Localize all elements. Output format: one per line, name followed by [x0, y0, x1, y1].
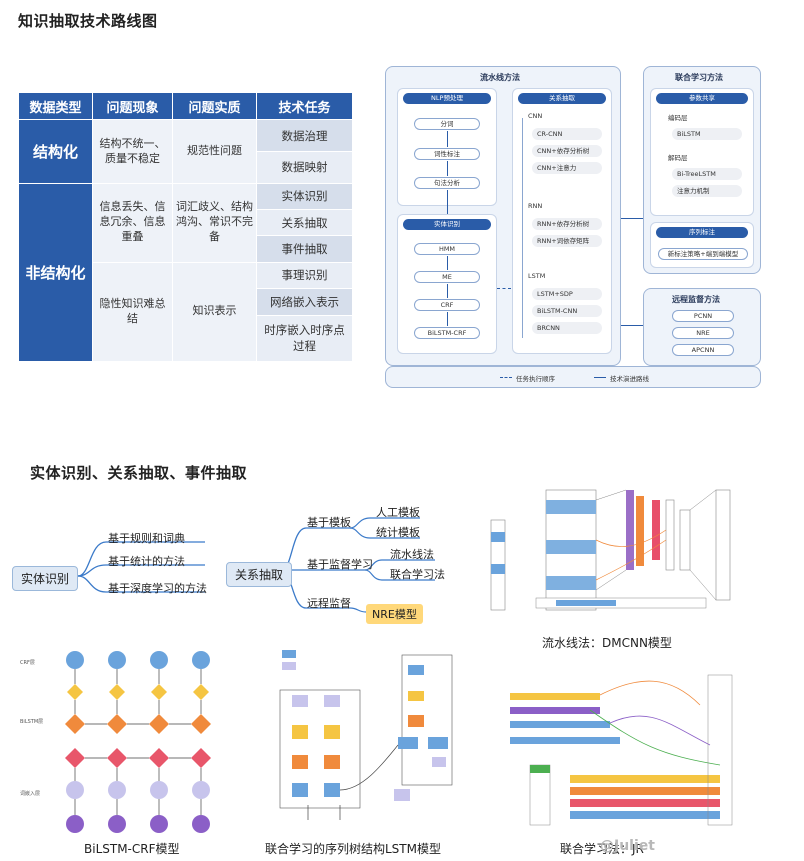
- task-temporal-embedding: 时序嵌入时序点过程: [256, 314, 353, 362]
- rel-head: 关系抽取: [518, 93, 606, 104]
- row-label-crf: CRF层: [20, 660, 35, 666]
- legend-order: 任务执行顺序: [516, 375, 555, 383]
- structured-phenomenon: 结构不统一、质量不稳定: [92, 119, 173, 184]
- lstm-item-3: BRCNN: [532, 322, 602, 334]
- nlp-step-2: 词性标注: [414, 148, 480, 160]
- enc-item: BiLSTM: [672, 128, 742, 140]
- nlp-head: NLP预处理: [403, 93, 491, 104]
- cat-structured: 结构化: [18, 119, 93, 184]
- caption-joint-lstm: 联合学习的序列树结构LSTM模型: [265, 842, 441, 856]
- section1-title: 知识抽取技术路线图: [18, 12, 158, 30]
- watermark: @Juliet: [600, 838, 655, 854]
- caption-bilstm-crf: BiLSTM-CRF模型: [84, 842, 180, 856]
- task-data-governance: 数据治理: [256, 119, 353, 153]
- mindmap1-lines: [77, 541, 205, 593]
- unstructured-essence-1: 词汇歧义、结构鸿沟、常识不完备: [172, 182, 257, 263]
- cnn-label: CNN: [528, 112, 543, 120]
- ner-step-3: CRF: [414, 299, 480, 311]
- row-label-bilstm: BiLSTM层: [20, 719, 44, 725]
- ner-step-1: HMM: [414, 243, 480, 255]
- param-head: 参数共享: [656, 93, 748, 104]
- mm2-b2-child-1: 流水线法: [390, 548, 434, 561]
- mm2-root: 关系抽取: [226, 562, 293, 587]
- mm2-branch-1: 基于模板: [307, 516, 351, 529]
- structured-essence: 规范性问题: [172, 119, 257, 184]
- ner-step-2: ME: [414, 271, 480, 283]
- task-event-logic: 事理识别: [256, 261, 353, 290]
- mm2-branch-3: 远程监督: [307, 597, 351, 610]
- task-network-embedding: 网络嵌入表示: [256, 288, 353, 316]
- lstm-item-1: LSTM+SDP: [532, 288, 602, 300]
- cnn-item-3: CNN+注意力: [532, 162, 602, 174]
- mm2-b1-child-1: 人工模板: [376, 506, 420, 519]
- ner-step-4: BiLSTM-CRF: [414, 327, 480, 339]
- legend-route: 技术演进路线: [610, 375, 649, 383]
- caption-dmcnn: 流水线法：DMCNN模型: [542, 636, 672, 650]
- rnn-item-1: RNN+依存分析树: [532, 218, 602, 230]
- row-label-embedding: 词嵌入层: [20, 791, 41, 797]
- caption-joint-jr: 联合学习法：JR: [560, 842, 644, 856]
- dec-item-1: Bi-TreeLSTM: [672, 168, 742, 180]
- nlp-step-1: 分词: [414, 118, 480, 130]
- mm1-branch-3: 基于深度学习的方法: [108, 582, 207, 595]
- joint-title: 联合学习方法: [675, 73, 723, 82]
- unstructured-essence-2: 知识表示: [172, 261, 257, 363]
- seq-head: 序列标注: [656, 227, 748, 238]
- header-task: 技术任务: [256, 91, 353, 121]
- rnn-item-2: RNN+词依存矩阵: [532, 235, 602, 247]
- joint-jr-svg: [510, 674, 733, 826]
- legend-bar: [385, 366, 761, 388]
- remote-title: 远程监督方法: [672, 295, 720, 304]
- cnn-item-2: CNN+依存分析树: [532, 145, 602, 157]
- ner-box: [397, 214, 497, 354]
- dec-label: 解码层: [668, 154, 688, 162]
- lstm-item-2: BiLSTM-CNN: [532, 305, 602, 317]
- mm1-branch-1: 基于规则和词典: [108, 532, 185, 545]
- pipeline-title: 流水线方法: [480, 73, 520, 82]
- cat-unstructured: 非结构化: [18, 182, 93, 363]
- mm2-b2-child-2: 联合学习法: [390, 568, 445, 581]
- mm2-b1-child-2: 统计模板: [376, 526, 420, 539]
- task-relation-extraction: 关系抽取: [256, 209, 353, 237]
- enc-label: 编码层: [668, 114, 688, 122]
- lstm-label: LSTM: [528, 272, 546, 280]
- remote-item-1: PCNN: [672, 310, 734, 322]
- task-entity-recognition: 实体识别: [256, 182, 353, 211]
- task-data-mapping: 数据映射: [256, 151, 353, 184]
- rnn-label: RNN: [528, 202, 543, 210]
- joint-tree-lstm-svg: [279, 650, 453, 820]
- unstructured-phenomenon-2: 隐性知识难总结: [92, 261, 173, 363]
- header-essence: 问题实质: [172, 91, 257, 121]
- header-data-type: 数据类型: [18, 91, 93, 121]
- mm1-root: 实体识别: [12, 566, 79, 591]
- unstructured-phenomenon-1: 信息丢失、信息冗余、信息重叠: [92, 182, 173, 263]
- mm2-branch-2: 基于监督学习: [307, 558, 373, 571]
- ner-head: 实体识别: [403, 219, 491, 230]
- dmcnn-svg: [490, 489, 731, 611]
- knowledge-extraction-table: 数据类型 问题现象 问题实质 技术任务 结构化 结构不统一、质量不稳定 规范性问…: [18, 91, 353, 363]
- remote-item-2: NRE: [672, 327, 734, 339]
- bilstm-crf-svg: [65, 651, 211, 833]
- header-phenomenon: 问题现象: [92, 91, 173, 121]
- remote-item-3: APCNN: [672, 344, 734, 356]
- nlp-step-3: 句法分析: [414, 177, 480, 189]
- mm1-branch-2: 基于统计的方法: [108, 555, 185, 568]
- seq-item: 新标注策略+端到端模型: [658, 248, 748, 260]
- cnn-item-1: CR-CNN: [532, 128, 602, 140]
- mm2-b3-child: NRE模型: [366, 604, 423, 624]
- section2-title: 实体识别、关系抽取、事件抽取: [30, 464, 248, 482]
- dec-item-2: 注意力机制: [672, 185, 742, 197]
- task-event-extraction: 事件抽取: [256, 235, 353, 263]
